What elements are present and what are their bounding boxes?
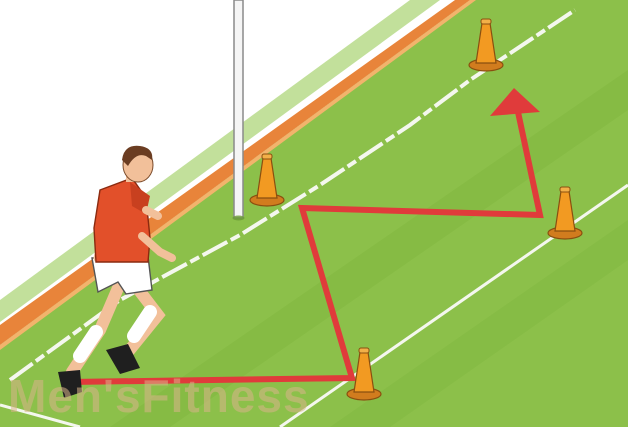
watermark-logo: Men'sFitness (8, 370, 310, 422)
goal-post (233, 0, 245, 221)
